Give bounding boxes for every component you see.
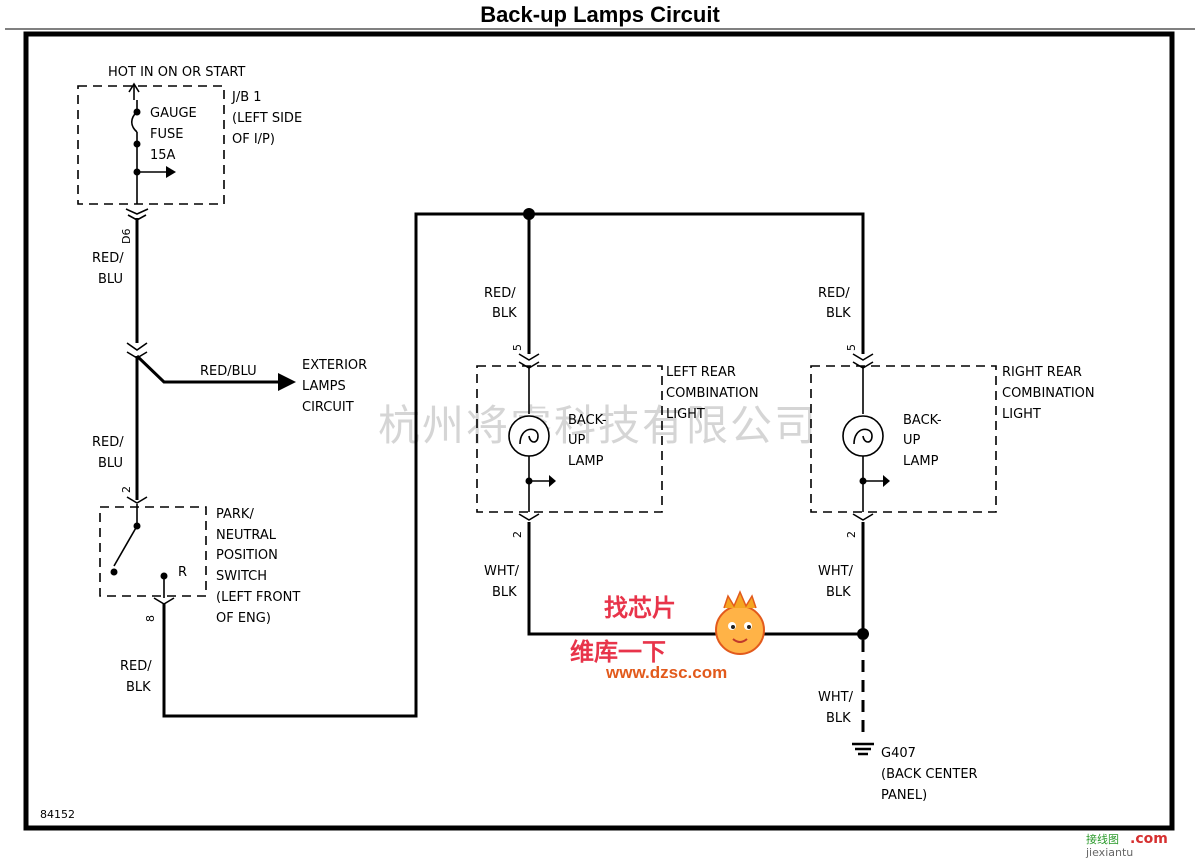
ground-id: G407 [881,746,916,761]
left-rear-combination-label: LEFT REAR COMBINATION LIGHT [666,365,763,422]
switch-position-r: R [178,565,187,580]
wire-label-bottom-left: RED/ BLK [120,659,156,695]
right-lamp-box [810,365,997,513]
svg-text:jiexiantu: jiexiantu [1085,846,1133,859]
logo-line2: 维库一下 [570,638,666,666]
wire-label-left-lamp-ground: WHT/ BLK [484,564,523,600]
corner-watermark: 接线图 .com jiexiantu [1085,831,1168,859]
fuse-label: GAUGE FUSE 15A [150,106,201,163]
right-lamp-label: BACK- UP LAMP [903,413,946,469]
wire-label-left-lamp-feed: RED/ BLK [484,286,520,321]
fuse-box [77,85,225,205]
power-header: HOT IN ON OR START [108,65,245,80]
wire-label-mid-left: RED/ BLU [92,435,128,471]
left-lamp-box [476,365,663,513]
left-lamp-bottom-connector [518,513,540,521]
right-lamp-bottom-connector [852,513,874,521]
right-lamp-pin-top: 5 [845,344,858,351]
left-lamp-pin-bottom: 2 [511,531,524,538]
dzsc-logo: 找芯片 维库一下 www.dzsc.com [570,590,765,682]
ground-symbol-icon [852,742,874,756]
junction-block-label: J/B 1 (LEFT SIDE OF I/P) [231,90,306,147]
mascot-icon [715,605,765,655]
figure-id: 84152 [40,808,75,821]
exterior-arrow-icon [278,373,296,391]
wire-branch-exterior [135,354,286,384]
switch-pin-bottom: 8 [144,615,157,622]
diagram-title: Back-up Lamps Circuit [480,2,720,27]
right-backup-lamp-icon [842,366,890,512]
switch-top-connector [126,496,148,504]
diagram-frame [23,31,1175,831]
branch-connector [126,342,148,359]
watermark-text: 杭州将睿科技有限公司 [378,401,818,450]
wire-label-upper-left: RED/ BLU [92,251,128,287]
ground-location: (BACK CENTER PANEL) [881,767,982,803]
switch-pin-top: 2 [120,486,133,493]
wire-label-ground-feed: WHT/ BLK [818,690,857,726]
wire-red-blk-main [162,212,865,718]
wire-label-right-lamp-ground: WHT/ BLK [818,564,857,600]
pin-d6: D6 [120,229,133,244]
svg-text:.com: .com [1130,831,1168,847]
logo-line1: 找芯片 [604,594,676,622]
switch-box [99,506,207,597]
left-lamp-label: BACK- UP LAMP [568,413,611,469]
right-lamp-pin-bottom: 2 [845,531,858,538]
left-backup-lamp-icon [508,366,556,512]
left-lamp-pin-top: 5 [511,344,524,351]
park-neutral-switch-symbol [110,504,168,598]
switch-label: PARK/ NEUTRAL POSITION SWITCH (LEFT FRON… [216,507,304,626]
right-rear-combination-label: RIGHT REAR COMBINATION LIGHT [1002,365,1099,422]
wire-label-right-lamp-feed: RED/ BLK [818,286,854,321]
splice-ground [857,628,869,640]
switch-bottom-connector [153,597,175,605]
wire-left-lamp-ground [527,522,863,636]
wire-label-branch: RED/BLU [200,364,257,379]
svg-text:接线图: 接线图 [1086,832,1119,846]
fuse-symbol [128,82,176,204]
exterior-circuit-label: EXTERIOR LAMPS CIRCUIT [302,358,371,415]
logo-url: www.dzsc.com [605,663,727,682]
